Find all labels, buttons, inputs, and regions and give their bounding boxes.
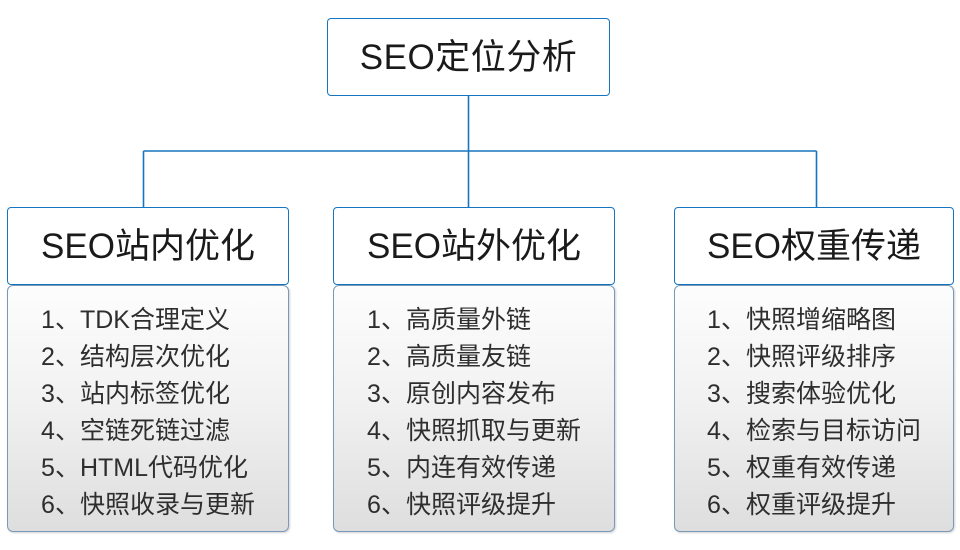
list-item: 1、TDK合理定义	[41, 306, 230, 334]
branch-weight-transfer: SEO权重传递 1、快照增缩略图 2、快照评级排序 3、搜索体验优化 4、检索与…	[674, 207, 954, 532]
branch-header-on-site[interactable]: SEO站内优化	[7, 207, 289, 285]
list-item: 4、快照抓取与更新	[367, 417, 581, 445]
list-item: 6、快照评级提升	[367, 491, 556, 519]
root-node-label: SEO定位分析	[359, 37, 578, 77]
list-item: 1、高质量外链	[367, 306, 531, 334]
branch-body-weight-transfer: 1、快照增缩略图 2、快照评级排序 3、搜索体验优化 4、检索与目标访问 5、权…	[674, 285, 954, 532]
branch-on-site: SEO站内优化 1、TDK合理定义 2、结构层次优化 3、站内标签优化 4、空链…	[7, 207, 289, 532]
branch-body-off-site: 1、高质量外链 2、高质量友链 3、原创内容发布 4、快照抓取与更新 5、内连有…	[333, 285, 615, 532]
list-item: 1、快照增缩略图	[707, 306, 896, 334]
list-item: 5、内连有效传递	[367, 454, 556, 482]
list-item: 3、搜索体验优化	[707, 380, 896, 408]
branch-header-weight-transfer[interactable]: SEO权重传递	[674, 207, 954, 285]
branch-header-label: SEO权重传递	[707, 226, 921, 266]
list-item: 4、空链死链过滤	[41, 417, 230, 445]
list-item: 2、高质量友链	[367, 343, 531, 371]
branch-off-site: SEO站外优化 1、高质量外链 2、高质量友链 3、原创内容发布 4、快照抓取与…	[333, 207, 615, 532]
branch-header-label: SEO站外优化	[367, 226, 581, 266]
list-item: 4、检索与目标访问	[707, 417, 921, 445]
branch-item-list: 1、TDK合理定义 2、结构层次优化 3、站内标签优化 4、空链死链过滤 5、H…	[41, 302, 255, 524]
list-item: 5、HTML代码优化	[41, 454, 249, 482]
list-item: 2、结构层次优化	[41, 343, 230, 371]
list-item: 6、快照收录与更新	[41, 491, 255, 519]
branch-body-on-site: 1、TDK合理定义 2、结构层次优化 3、站内标签优化 4、空链死链过滤 5、H…	[7, 285, 289, 532]
branch-header-off-site[interactable]: SEO站外优化	[333, 207, 615, 285]
branch-item-list: 1、高质量外链 2、高质量友链 3、原创内容发布 4、快照抓取与更新 5、内连有…	[367, 302, 581, 524]
list-item: 6、权重评级提升	[707, 491, 896, 519]
list-item: 2、快照评级排序	[707, 343, 896, 371]
branch-item-list: 1、快照增缩略图 2、快照评级排序 3、搜索体验优化 4、检索与目标访问 5、权…	[707, 302, 921, 524]
branch-header-label: SEO站内优化	[41, 226, 255, 266]
list-item: 3、站内标签优化	[41, 380, 230, 408]
root-node[interactable]: SEO定位分析	[327, 18, 610, 96]
list-item: 5、权重有效传递	[707, 454, 896, 482]
list-item: 3、原创内容发布	[367, 380, 556, 408]
